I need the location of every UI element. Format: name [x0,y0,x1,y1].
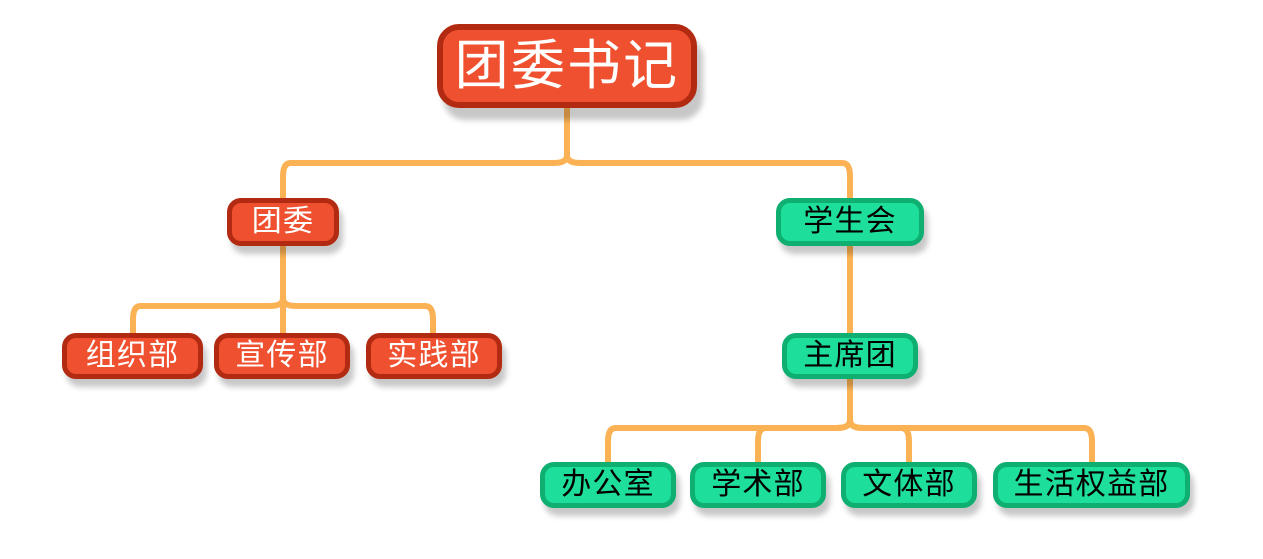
node-label: 团委 [251,204,315,239]
node-label: 实践部 [387,338,481,373]
node-label: 组织部 [85,338,180,373]
node-label: 学术部 [711,467,805,502]
node-xueshubu[interactable]: 学术部 [690,462,826,508]
node-xueshenghui[interactable]: 学生会 [776,198,924,246]
node-label: 学生会 [803,204,897,239]
node-shenghuoquanyibu[interactable]: 生活权益部 [993,462,1190,508]
node-zhuxituan[interactable]: 主席团 [782,333,918,379]
node-wentibu[interactable]: 文体部 [841,462,977,508]
node-label: 生活权益部 [1013,467,1170,502]
edge-zhuxituan-to-shenghuoquanyibu [847,417,1095,465]
node-bangongshi[interactable]: 办公室 [540,462,676,508]
node-xuanchuanbu[interactable]: 宣传部 [214,333,350,379]
node-root[interactable]: 团委书记 [437,24,697,108]
node-label: 办公室 [561,467,655,502]
node-label: 文体部 [862,467,956,502]
edge-tuanwei-to-zuzhibu [130,295,286,336]
edge-zhuxituan-to-xueshubu [755,417,853,465]
node-label: 宣传部 [235,338,329,373]
edge-root-to-xueshenghui [564,152,853,201]
node-label: 团委书记 [454,34,680,97]
edge-tuanwei-to-shijianbu [280,295,436,336]
node-shijianbu[interactable]: 实践部 [366,333,502,379]
node-tuanwei[interactable]: 团委 [227,198,339,246]
node-zuzhibu[interactable]: 组织部 [62,333,203,379]
edge-root-to-tuanwei [280,152,570,201]
node-label: 主席团 [803,338,897,373]
